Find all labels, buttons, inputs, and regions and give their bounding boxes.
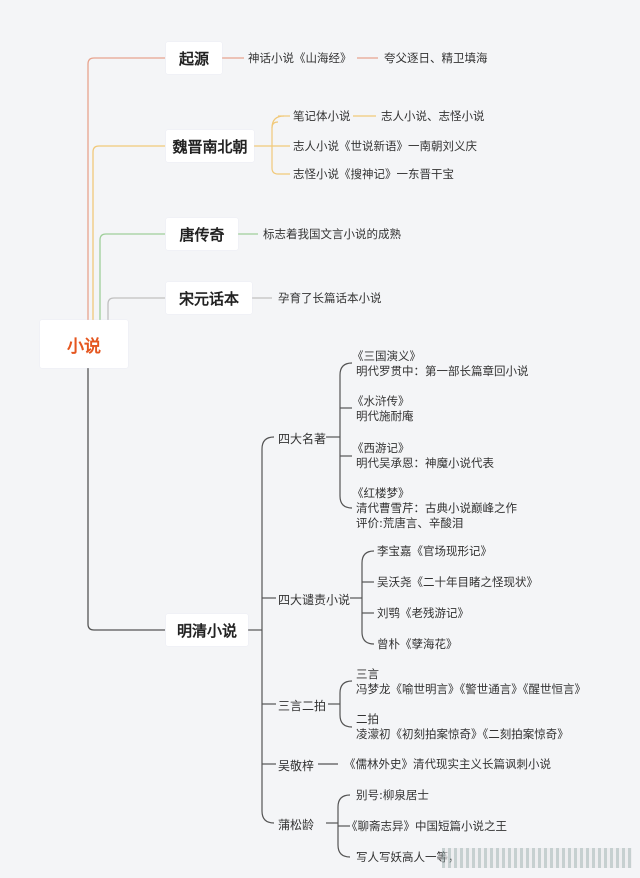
branch-mingqing-title: 明清小说 bbox=[176, 621, 237, 640]
qianze-i4: 曾朴《孽海花》 bbox=[377, 637, 458, 651]
pu-i3: 写人写妖高人一等， bbox=[356, 850, 460, 864]
qiyuan-text2: 夸父逐日、精卫填海 bbox=[384, 51, 488, 65]
sida-b4: 《红楼梦》 bbox=[352, 486, 410, 500]
root-node: 小说 bbox=[40, 320, 128, 368]
sida-b3: 《西游记》 bbox=[352, 441, 410, 455]
weijin-item1a: 笔记体小说 bbox=[293, 109, 351, 123]
qiyuan-text1: 神话小说《山海经》 bbox=[248, 51, 352, 65]
sida-b2d: 明代施耐庵 bbox=[356, 409, 414, 423]
songyuan-text: 孕育了长篇话本小说 bbox=[278, 291, 382, 305]
pu-i1: 别号:柳泉居士 bbox=[356, 788, 429, 802]
branch-weijin: 魏晋南北朝 bbox=[166, 130, 254, 162]
sida-b2: 《水浒传》 bbox=[352, 394, 410, 408]
sanyan-title: 三言二拍 bbox=[278, 699, 327, 713]
sida-b1d: 明代罗贯中：第一部长篇章回小说 bbox=[356, 364, 529, 378]
branch-songyuan-title: 宋元话本 bbox=[178, 289, 239, 308]
pu-title: 蒲松龄 bbox=[278, 818, 315, 832]
pu-i2: 《聊斋志异》中国短篇小说之王 bbox=[346, 819, 507, 833]
branch-weijin-title: 魏晋南北朝 bbox=[172, 137, 248, 156]
branch-mingqing: 明清小说 bbox=[166, 614, 248, 646]
sanyan-b: 二拍 bbox=[356, 712, 379, 726]
branch-tang: 唐传奇 bbox=[166, 218, 238, 250]
sida-b4d: 清代曹雪芹：古典小说巅峰之作 bbox=[356, 501, 517, 515]
weijin-item2: 志人小说《世说新语》一南朝刘义庆 bbox=[293, 139, 477, 153]
watermark-overlay bbox=[442, 848, 632, 868]
sida-b1: 《三国演义》 bbox=[352, 349, 421, 363]
weijin-item3: 志怪小说《搜神记》一东晋干宝 bbox=[293, 167, 454, 181]
sida-b4e: 评价:荒唐言、辛酸泪 bbox=[356, 516, 464, 530]
weijin-item1b: 志人小说、志怪小说 bbox=[381, 109, 485, 123]
root-label: 小说 bbox=[67, 336, 101, 357]
wu-text: 《儒林外史》清代现实主义长篇讽刺小说 bbox=[344, 757, 551, 771]
tang-text: 标志着我国文言小说的成熟 bbox=[263, 227, 401, 241]
sida-b3d: 明代吴承恩：神魔小说代表 bbox=[356, 456, 494, 470]
branch-qiyuan: 起源 bbox=[166, 42, 222, 74]
sanyan-ad: 冯梦龙《喻世明言》《警世通言》《醒世恒言》 bbox=[356, 682, 586, 696]
qianze-i3: 刘鹗《老残游记》 bbox=[377, 606, 469, 620]
branch-songyuan: 宋元话本 bbox=[166, 282, 252, 314]
wu-title: 吴敬梓 bbox=[278, 759, 315, 773]
sida-title: 四大名著 bbox=[278, 432, 327, 446]
qianze-i1: 李宝嘉《官场现形记》 bbox=[377, 544, 492, 558]
branch-qiyuan-title: 起源 bbox=[178, 49, 209, 68]
branch-tang-title: 唐传奇 bbox=[179, 225, 225, 244]
sanyan-a: 三言 bbox=[356, 667, 379, 681]
sanyan-bd: 凌濛初《初刻拍案惊奇》《二刻拍案惊奇》 bbox=[356, 727, 569, 741]
qianze-title: 四大谴责小说 bbox=[278, 593, 351, 607]
qianze-i2: 吴沃尧《二十年目睹之怪现状》 bbox=[377, 575, 538, 589]
